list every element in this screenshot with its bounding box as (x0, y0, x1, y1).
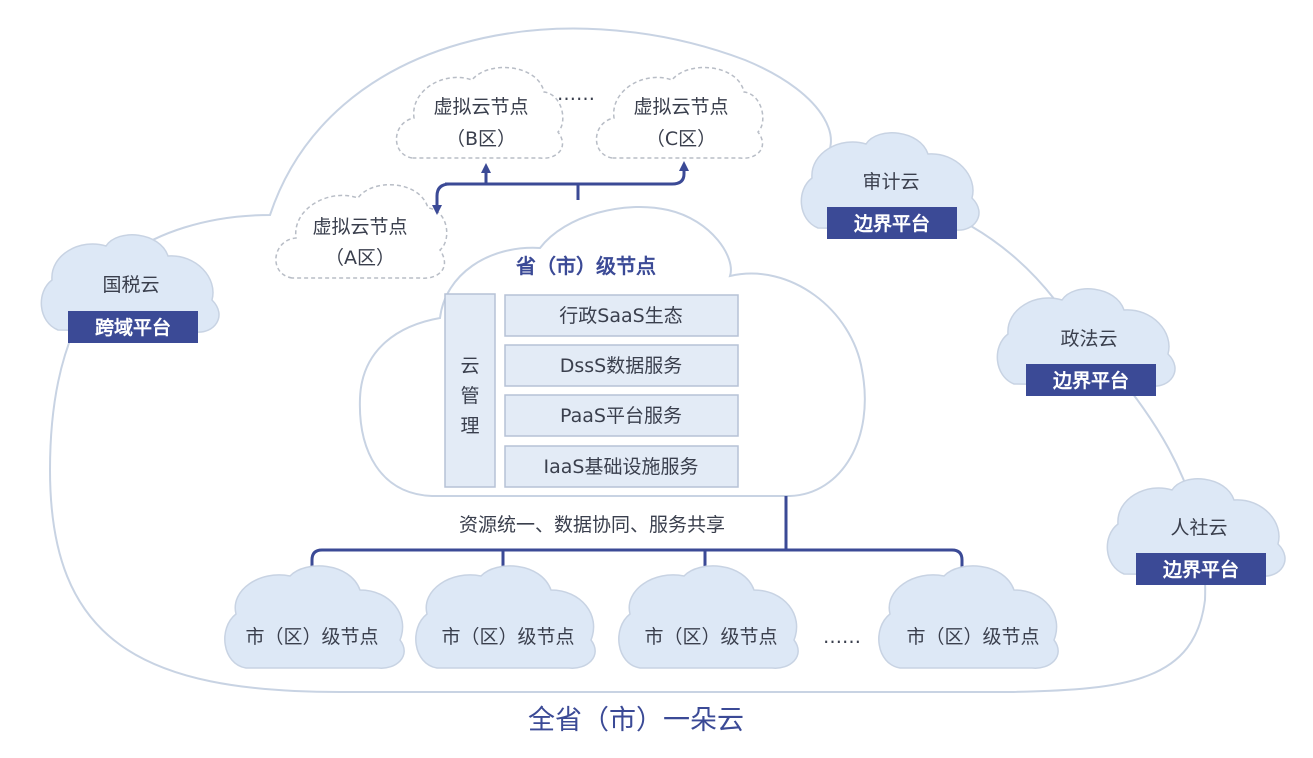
hr-cloud-badge (1136, 553, 1266, 585)
city-node-4: 市（区）级节点 (878, 565, 1059, 669)
law-cloud-badge-text: 边界平台 (1052, 369, 1129, 392)
tax-cloud-name: 国税云 (102, 274, 159, 296)
center-title: 省（市）级节点 (515, 254, 656, 278)
law-cloud-name: 政法云 (1060, 328, 1117, 350)
hr-cloud-name: 人社云 (1170, 517, 1227, 539)
virtual-node-a-line1: 虚拟云节点 (312, 216, 407, 238)
layer-iaas: IaaS基础设施服务 (544, 456, 699, 478)
city-node-4-label: 市（区）级节点 (906, 626, 1039, 648)
audit-cloud-name: 审计云 (862, 171, 919, 193)
cloud-mgmt-char-1: 云 (460, 355, 479, 377)
city-node-1-label: 市（区）级节点 (245, 626, 378, 648)
virtual-ellipsis: …… (557, 83, 595, 105)
law-cloud: 政法云 边界平台 (996, 288, 1176, 396)
virtual-node-b: 虚拟云节点 （B区） (395, 66, 564, 159)
footer-title: 全省（市）一朵云 (528, 705, 744, 736)
tax-cloud-badge (68, 311, 198, 343)
city-node-1: 市（区）级节点 (224, 565, 405, 669)
audit-cloud-badge (827, 207, 957, 239)
layer-saas-box (504, 294, 739, 337)
city-node-3-label: 市（区）级节点 (644, 626, 777, 648)
layer-saas: 行政SaaS生态 (559, 305, 682, 327)
cloud-mgmt-char-2: 管 (460, 385, 479, 407)
tax-cloud: 国税云 跨域平台 (40, 234, 220, 343)
city-node-2-label: 市（区）级节点 (441, 626, 574, 648)
law-cloud-badge (1026, 364, 1156, 396)
audit-cloud: 审计云 边界平台 (800, 132, 980, 239)
bus-label: 资源统一、数据协同、服务共享 (459, 514, 725, 536)
city-bus (310, 496, 964, 568)
layer-paas-box (504, 394, 739, 437)
cloud-mgmt-char-3: 理 (460, 415, 479, 437)
virtual-node-b-line2: （B区） (446, 128, 516, 150)
cloud-mgmt-box (444, 293, 496, 488)
hr-cloud-badge-text: 边界平台 (1162, 558, 1239, 581)
city-node-2: 市（区）级节点 (415, 565, 596, 669)
virtual-node-c-line2: （C区） (646, 128, 716, 150)
layer-dsss: DssS数据服务 (560, 355, 683, 377)
hr-cloud: 人社云 边界平台 (1106, 478, 1286, 585)
virtual-node-a: 虚拟云节点 （A区） (275, 183, 448, 279)
tax-cloud-badge-text: 跨域平台 (95, 316, 171, 339)
virtual-node-c-line1: 虚拟云节点 (633, 96, 728, 118)
layer-dsss-box (504, 344, 739, 387)
city-ellipsis: …… (823, 626, 861, 648)
layer-iaas-box (504, 445, 739, 488)
virtual-node-c: 虚拟云节点 （C区） (595, 66, 764, 159)
city-node-3: 市（区）级节点 (618, 565, 799, 669)
virtual-node-b-line1: 虚拟云节点 (433, 96, 528, 118)
layer-paas: PaaS平台服务 (560, 405, 682, 427)
virtual-connectors (432, 161, 689, 215)
virtual-node-a-line2: （A区） (325, 247, 395, 269)
audit-cloud-badge-text: 边界平台 (853, 212, 930, 235)
